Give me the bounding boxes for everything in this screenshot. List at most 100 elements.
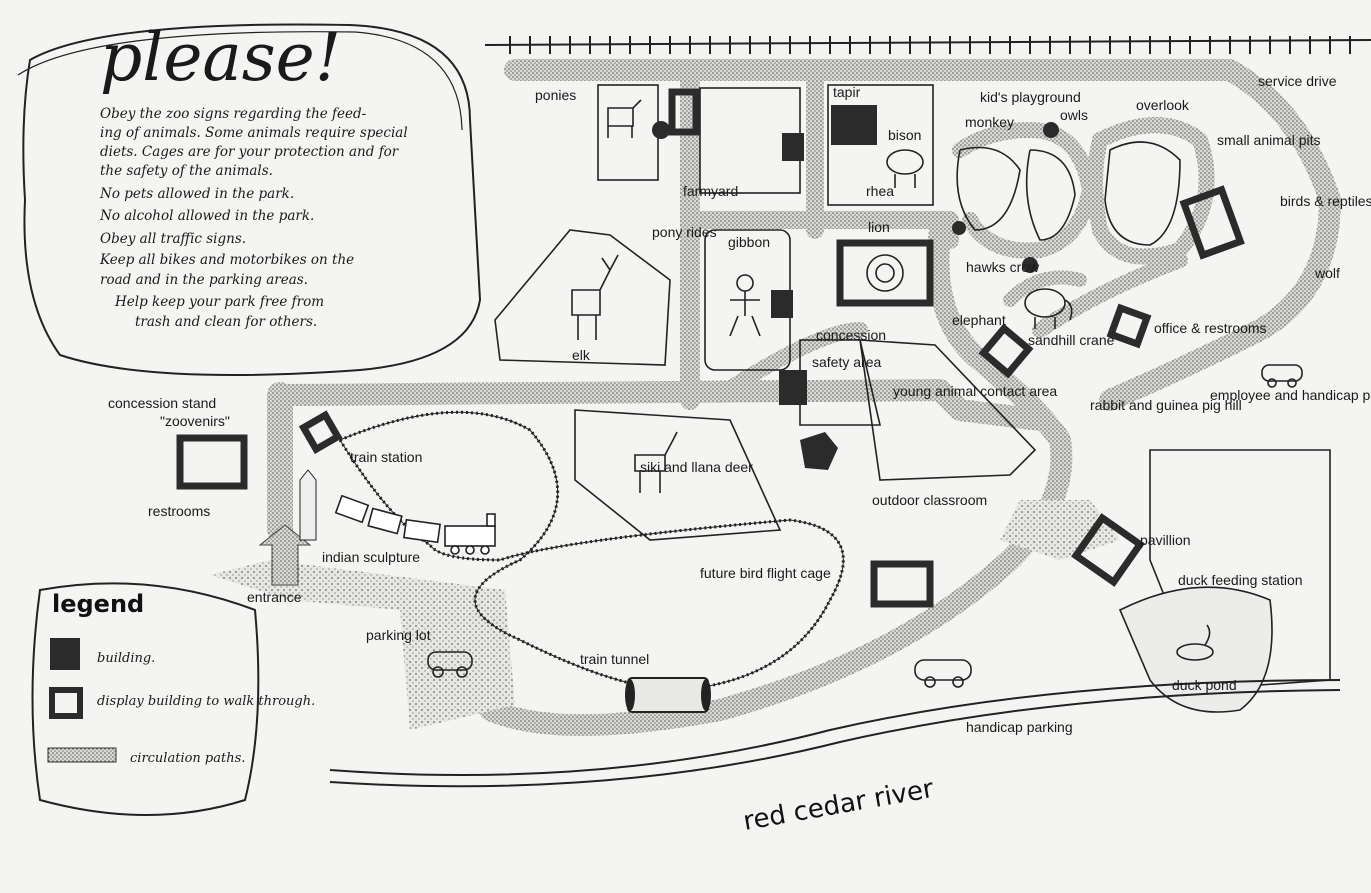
gibbon-icon [729, 274, 761, 337]
label-future-bird: future bird flight cage [700, 565, 831, 581]
label-contact-area: young animal contact area [893, 383, 1057, 399]
label-sandhill-crane: sandhill crane [1028, 332, 1115, 348]
legend-panel: legend building. display building to wal… [31, 582, 315, 816]
label-handicap-parking: handicap parking [966, 719, 1073, 735]
animal-sketches [427, 99, 1303, 688]
entrance-arrow [258, 524, 312, 586]
label-kids-playground: kid's playground [980, 89, 1081, 105]
monkey-shelter [952, 221, 966, 235]
rule-line: Help keep your park free from [114, 294, 324, 310]
label-wolf: wolf [1314, 265, 1340, 281]
label-ponies: ponies [535, 87, 576, 103]
rule-line: diets. Cages are for your protection and… [100, 144, 400, 160]
tapir-bison-enclosure [827, 84, 934, 206]
label-siki-deer: siki and llana deer [640, 459, 753, 475]
ponies-enclosure [597, 84, 659, 181]
label-bison: bison [888, 127, 921, 143]
farmyard-building [782, 133, 804, 161]
circulation-paths [267, 59, 1341, 736]
label-safety-area: safety area [812, 354, 881, 370]
monkey-enclosure [956, 146, 1021, 231]
rule-line: Keep all bikes and motorbikes on the [99, 252, 354, 268]
label-pavillion: pavillion [1140, 532, 1191, 548]
employee-car-icon [1261, 364, 1303, 388]
outdoor-classroom-building [800, 432, 838, 470]
train-tunnel [625, 677, 711, 713]
parking-lot-area [210, 560, 515, 730]
label-office-restrooms: office & restrooms [1154, 320, 1267, 336]
label-gibbon: gibbon [728, 234, 770, 250]
label-river: red cedar river [741, 774, 936, 837]
legend-display-label: display building to walk through. [97, 694, 315, 709]
contact-area-enclosure [859, 339, 1037, 481]
pavillion-plaza [1000, 500, 1120, 560]
label-duck-pond: duck pond [1172, 677, 1237, 693]
elk-icon [571, 254, 619, 340]
owls-enclosure [1025, 149, 1076, 241]
rule-line: No pets allowed in the park. [99, 186, 294, 202]
label-train-tunnel: train tunnel [580, 651, 649, 667]
legend-paths-label: circulation paths. [130, 751, 245, 766]
river [329, 679, 1341, 788]
label-concession: concession [816, 327, 886, 343]
building-symbol [50, 638, 80, 670]
rule-line: road and in the parking areas. [100, 272, 308, 288]
tapir-building [831, 105, 877, 145]
label-zoovenirs: "zoovenirs" [160, 413, 230, 429]
fence [484, 36, 1371, 54]
small-animal-pits [1104, 141, 1181, 246]
label-overlook: overlook [1136, 97, 1190, 113]
label-lion: lion [868, 219, 890, 235]
deer-enclosure [574, 409, 782, 541]
label-birds-reptiles: birds & reptiles [1280, 193, 1371, 209]
rule-line: Obey all traffic signs. [100, 231, 246, 247]
label-rabbit-hill: rabbit and guinea pig hill [1090, 397, 1242, 413]
owls-shelter [1043, 122, 1059, 138]
label-small-animal-pits: small animal pits [1217, 132, 1320, 148]
rule-line: Obey the zoo signs regarding the feed- [100, 106, 367, 122]
label-hawks-crow: hawks crow [966, 259, 1040, 275]
bison-icon [886, 149, 924, 188]
deer-icon [634, 431, 678, 493]
rule-line: No alcohol allowed in the park. [99, 208, 314, 224]
label-parking-lot: parking lot [366, 627, 431, 643]
label-pony-rides: pony rides [652, 224, 717, 240]
label-concession-stand: concession stand [108, 395, 216, 411]
legend-building-label: building. [97, 651, 155, 666]
label-indian-sculpture: indian sculpture [322, 549, 420, 565]
label-elephant: elephant [952, 312, 1006, 328]
lion-icon [866, 254, 904, 292]
label-duck-feeding: duck feeding station [1178, 572, 1303, 588]
label-owls: owls [1060, 107, 1088, 123]
rule-line: trash and clean for others. [135, 314, 317, 330]
label-service-drive: service drive [1258, 73, 1337, 89]
map-labels: ponies tapir bison rhea farmyard pony ri… [108, 73, 1371, 837]
rules-panel: please! Obey the zoo signs regarding the… [17, 19, 482, 376]
rules-title: please! [100, 19, 341, 96]
elk-enclosure [494, 229, 671, 366]
label-restrooms: restrooms [148, 503, 210, 519]
train-icon [334, 494, 496, 555]
circulation-path-symbol [47, 747, 117, 763]
label-rhea: rhea [866, 183, 894, 199]
duck-icon [1176, 624, 1214, 661]
concession-building [771, 290, 793, 318]
label-monkey: monkey [965, 114, 1014, 130]
label-outdoor-classroom: outdoor classroom [872, 492, 987, 508]
safety-building [779, 370, 807, 405]
ponies-shelter [652, 121, 670, 139]
label-entrance: entrance [247, 589, 302, 605]
train-track [338, 410, 845, 692]
rule-line: ing of animals. Some animals require spe… [100, 125, 408, 141]
legend-title: legend [52, 590, 144, 618]
label-elk: elk [572, 347, 591, 363]
handicap-car-icon [914, 659, 972, 688]
label-farmyard: farmyard [683, 183, 738, 199]
buildings [652, 105, 1059, 470]
rule-line: the safety of the animals. [100, 163, 273, 179]
parking-car-icon [427, 651, 473, 678]
elephant-icon [1024, 288, 1073, 329]
label-tapir: tapir [833, 84, 861, 100]
label-train-station: train station [350, 449, 422, 465]
